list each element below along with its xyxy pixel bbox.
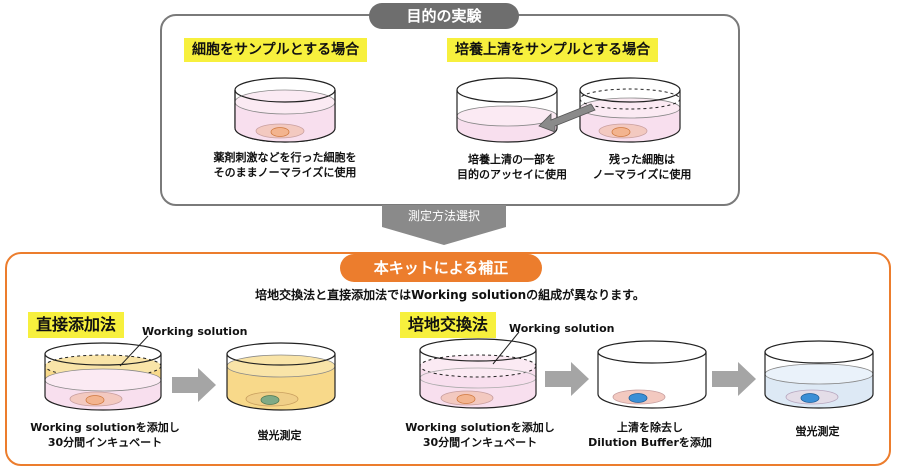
exchange-method-heading: 培地交換法	[400, 312, 497, 338]
remaining-cells-dish	[579, 77, 681, 143]
transfer-arrow	[538, 103, 596, 133]
cell	[270, 127, 290, 137]
kit-title: 本キットによる補正	[340, 254, 542, 282]
stained-cell	[628, 393, 648, 403]
direct-add-dish	[44, 335, 162, 411]
ws-pointer	[492, 331, 520, 365]
supernatant-caption-right: 残った細胞は ノーマライズに使用	[577, 152, 707, 182]
exchange-step1-caption: Working solutionを添加し 30分間インキュベート	[395, 420, 565, 450]
exchange-ws-label: Working solution	[509, 322, 615, 335]
cell-sample-caption: 薬剤刺激などを行った細胞を そのままノーマライズに使用	[190, 150, 380, 180]
exchange-step2-caption: 上清を除去し Dilution Bufferを添加	[575, 420, 725, 450]
ws-pointer	[119, 335, 149, 367]
step-arrow	[712, 362, 756, 396]
caption-line: 30分間インキュベート	[422, 436, 538, 449]
direct-step1-caption: Working solutionを添加し 30分間インキュベート	[20, 420, 190, 450]
direct-step2-caption: 蛍光測定	[257, 429, 302, 442]
caption-line: ノーマライズに使用	[592, 168, 692, 181]
direct-ws-label: Working solution	[142, 325, 248, 338]
caption-line: Working solutionを添加し	[30, 421, 180, 434]
caption-line: 上清を除去し	[617, 421, 683, 434]
direct-measure-dish	[226, 342, 336, 411]
exchange-add-dish	[419, 331, 537, 409]
cell	[85, 395, 105, 405]
caption-line: 薬剤刺激などを行った細胞を	[213, 151, 357, 164]
kit-frame	[5, 252, 891, 466]
cell-sample-dish	[234, 77, 336, 143]
caption-line: そのままノーマライズに使用	[213, 166, 357, 179]
caption-line: 30分間インキュベート	[47, 436, 163, 449]
purpose-title: 目的の実験	[369, 3, 519, 29]
supernatant-sample-heading: 培養上清をサンプルとする場合	[447, 38, 659, 62]
exchange-step3-caption: 蛍光測定	[795, 425, 840, 438]
caption-line: 残った細胞は	[609, 153, 675, 166]
caption-line: 培養上清の一部を	[468, 153, 556, 166]
supernatant-caption-left: 培養上清の一部を 目的のアッセイに使用	[437, 152, 587, 182]
direct-method-heading: 直接添加法	[28, 312, 125, 338]
exchange-remove-dish	[597, 340, 707, 409]
caption-line: Dilution Bufferを添加	[588, 436, 712, 449]
step-arrow	[172, 368, 216, 402]
exchange-measure-dish	[764, 340, 874, 409]
step-arrow	[545, 362, 589, 396]
caption-line: Working solutionを添加し	[405, 421, 555, 434]
stained-cell	[800, 393, 820, 403]
supernatant-dish	[456, 77, 558, 143]
cell	[456, 394, 476, 404]
caption-line: 目的のアッセイに使用	[457, 168, 567, 181]
cell	[611, 127, 631, 137]
stained-cell	[260, 395, 280, 405]
method-select-arrow	[382, 205, 506, 245]
cell-sample-heading: 細胞をサンプルとする場合	[184, 38, 368, 62]
kit-note: 培地交換法と直接添加法ではWorking solutionの組成が異なります。	[255, 288, 645, 302]
method-select-label: 測定方法選択	[407, 209, 480, 223]
